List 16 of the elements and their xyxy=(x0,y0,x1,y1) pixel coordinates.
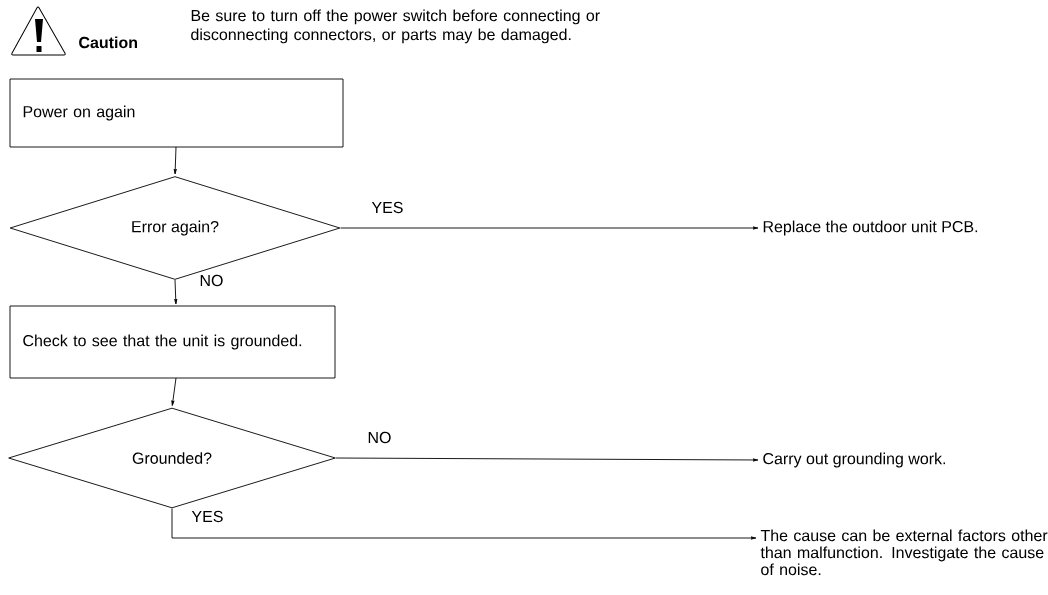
arrow xyxy=(174,279,178,305)
result-text: Carry out grounding work. xyxy=(763,452,946,468)
caution-label: Caution xyxy=(79,36,137,49)
process-box: Check to see that the unit is grounded. xyxy=(9,305,336,379)
process-box: Power on again xyxy=(9,78,344,148)
caution-note: Be sure to turn off the power switch before connecting or disconnecting connectors, or parts may be damaged. xyxy=(191,9,600,44)
arrow xyxy=(335,457,759,462)
arrow xyxy=(173,146,177,175)
edge-label: NO xyxy=(366,430,393,445)
arrow xyxy=(340,226,759,230)
edge-label: YES xyxy=(190,509,225,524)
result-text: Replace the outdoor unit PCB. xyxy=(763,220,978,236)
result-text: The cause can be external factors other than malfunction. Investigate the cause of noise. xyxy=(760,529,1048,576)
arrow xyxy=(171,377,177,406)
edge-label: YES xyxy=(370,200,405,215)
arrow xyxy=(171,508,757,540)
